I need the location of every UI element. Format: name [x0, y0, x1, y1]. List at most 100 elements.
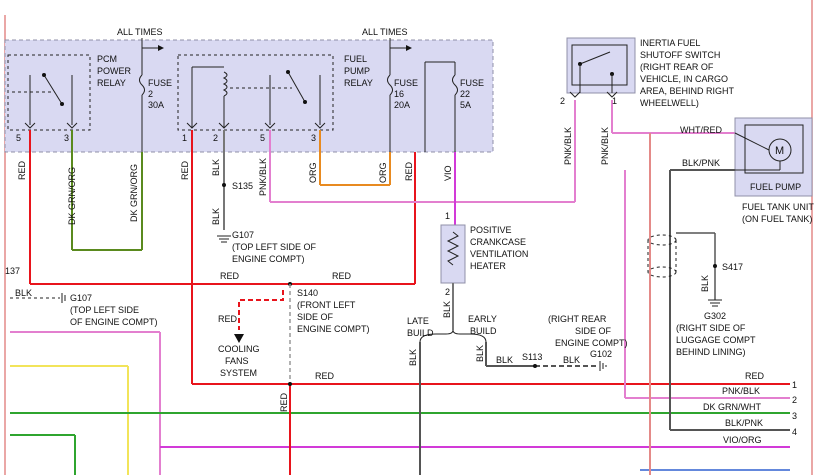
s140-l3: SIDE OF	[297, 312, 334, 322]
relay-box	[4, 39, 494, 153]
shield-icon	[647, 234, 677, 246]
bus-label-dkgrnwht: DK GRN/WHT	[703, 402, 761, 412]
g107b-l3: OF ENGINE COMPT)	[70, 317, 158, 327]
wire-label-blk1: BLK	[211, 159, 221, 176]
g107a-l2: (TOP LEFT SIDE OF	[232, 242, 317, 252]
relay-coil-icon	[222, 71, 228, 97]
wire-label-pnkblk2: PNK/BLK	[563, 127, 573, 165]
inertia-switch-outline	[571, 44, 628, 86]
wire-label-blk5: BLK	[15, 288, 32, 298]
pcv-l2: CRANKCASE	[470, 237, 526, 247]
wire-label-dkgrnorg2: DK GRN/ORG	[129, 164, 139, 222]
inertia-switch-icon	[579, 51, 611, 65]
s140-l2: (FRONT LEFT	[297, 300, 356, 310]
g302-l2: (RIGHT SIDE OF	[676, 323, 746, 333]
wire-label-red3: RED	[404, 161, 414, 181]
g107a-l3: ENGINE COMPT)	[232, 254, 305, 264]
wire-label-blk9: BLK	[475, 345, 485, 362]
wire-label-red1: RED	[17, 160, 27, 180]
fp-relay-outline	[177, 54, 334, 131]
inertia-l4: VEHICLE, IN CARGO	[640, 74, 728, 84]
g302-l3: LUGGAGE COMPT	[676, 335, 756, 345]
pin-bottom-3: 3	[792, 411, 797, 421]
all-times-right: ALL TIMES	[362, 27, 408, 37]
wire-label-blk8: BLK	[408, 349, 418, 366]
ground-g302-icon	[708, 299, 722, 307]
fuse2-l3: 30A	[148, 100, 164, 110]
early-build-l2: BUILD	[470, 326, 497, 336]
wire-label-dkgrnorg1: DK GRN/ORG	[67, 167, 77, 225]
pcm-relay-outline	[7, 54, 91, 131]
all-times-left: ALL TIMES	[117, 27, 163, 37]
inertia-l6: WHEELWELL)	[640, 98, 699, 108]
pin-pcv2: 2	[445, 287, 450, 297]
pin-bottom-2: 2	[792, 395, 797, 405]
pin-pcm5: 5	[16, 133, 21, 143]
ground-g107b-icon	[61, 293, 66, 303]
pin-bottom-1: 1	[792, 380, 797, 390]
wire-label-blk6: BLK	[211, 208, 221, 225]
g102-l1: G102	[590, 349, 612, 359]
wire-label-vio1: VIO	[443, 165, 453, 181]
fuse22-l3: 5A	[460, 100, 471, 110]
fp-relay-l2: PUMP	[344, 66, 370, 76]
fuse22-l1: FUSE	[460, 78, 484, 88]
pin-bottom-4: 4	[792, 427, 797, 437]
cooling-l3: SYSTEM	[220, 368, 257, 378]
fuse16-l3: 20A	[394, 100, 410, 110]
s113-label: S113	[522, 352, 542, 362]
pcm-relay-l3: RELAY	[97, 78, 126, 88]
bus-label-blkpnk: BLK/PNK	[725, 418, 763, 428]
wire-label-blk4: BLK	[496, 355, 513, 365]
pin-pcv1: 1	[445, 211, 450, 221]
wire-label-whtred: WHT/RED	[680, 125, 722, 135]
fp-relay-l1: FUEL	[344, 54, 367, 64]
inertia-l2: SHUTOFF SWITCH	[640, 50, 720, 60]
wire-label-red6: RED	[218, 314, 238, 324]
wire-label-red2: RED	[180, 160, 190, 180]
wire-label-red7: RED	[279, 392, 289, 412]
pcm-relay-l1: PCM	[97, 54, 117, 64]
fp-relay-l3: RELAY	[344, 78, 373, 88]
inertia-l1: INERTIA FUEL	[640, 38, 700, 48]
fuse16-l1: FUSE	[394, 78, 418, 88]
ground-g102-icon	[599, 361, 607, 371]
wire-label-red4: RED	[220, 271, 240, 281]
g302-l1: G302	[704, 311, 726, 321]
pin-pcm3: 3	[64, 133, 69, 143]
fuse2-l1: FUSE	[148, 78, 172, 88]
g107b-l1: G107	[70, 293, 92, 303]
ground-g107a-icon	[217, 235, 231, 243]
bus-label-vioorg: VIO/ORG	[723, 435, 762, 445]
wire-label-blkpnk: BLK/PNK	[682, 158, 720, 168]
s135-label: S135	[232, 181, 253, 191]
pcm-relay-l2: POWER	[97, 66, 132, 76]
fuse16-l2: 16	[394, 89, 404, 99]
early-build-l1: EARLY	[468, 314, 497, 324]
motor-label: M	[775, 145, 784, 157]
g302-l4: BEHIND LINING)	[676, 347, 746, 357]
pin-in1: 1	[612, 96, 617, 106]
late-build-l1: LATE	[407, 316, 429, 326]
s140-l1: S140	[297, 288, 318, 298]
g102-l4: ENGINE COMPT)	[555, 338, 628, 348]
fuel-pump-label: FUEL PUMP	[750, 182, 801, 192]
pin-137: 137	[5, 266, 20, 276]
wire-label-red8: RED	[315, 371, 335, 381]
fuse22-icon	[452, 74, 458, 96]
fuse2-icon	[139, 74, 145, 96]
g107a-l1: G107	[232, 230, 254, 240]
wire-label-pnkblk3: PNK/BLK	[600, 127, 610, 165]
g107b-l2: (TOP LEFT SIDE	[70, 305, 139, 315]
wire-label-blk2: BLK	[700, 275, 710, 292]
wire-label-red5: RED	[332, 271, 352, 281]
pcv-l3: VENTILATION	[470, 249, 528, 259]
pcv-l1: POSITIVE	[470, 225, 512, 235]
inertia-l3: (RIGHT REAR OF	[640, 62, 714, 72]
wire-red-cooling	[238, 290, 284, 330]
pin-fp2: 2	[213, 133, 218, 143]
pcv-l4: HEATER	[470, 261, 506, 271]
wire-label-blk3: BLK	[563, 355, 580, 365]
wire-label-pnkblk1: PNK/BLK	[258, 158, 268, 196]
